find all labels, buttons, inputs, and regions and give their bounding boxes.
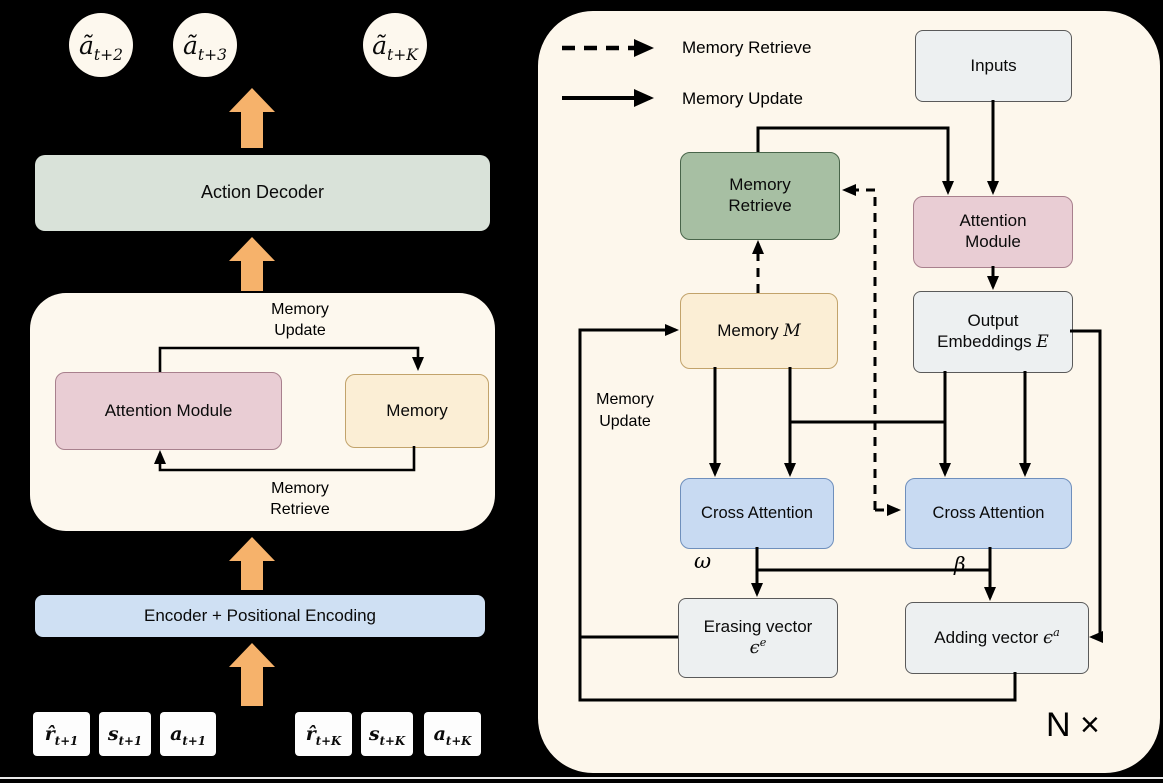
- attention-module-label-left: Attention Module: [104, 400, 233, 420]
- memory-update-label-left: Memory Update: [271, 301, 329, 339]
- token-state-t1: st+1: [99, 712, 151, 756]
- token-return-t1: r̂t+1: [33, 712, 90, 756]
- token-action-tK: at+K: [424, 712, 481, 756]
- omega-label: ω: [694, 549, 712, 573]
- attention-module-label-right: Attention Module: [959, 211, 1027, 251]
- bottom-divider: [0, 777, 1163, 779]
- memory-m-box: Memory M: [680, 293, 838, 369]
- output-action-circle-3: ãt+K: [363, 13, 427, 77]
- encoder-label: Encoder + Positional Encoding: [143, 605, 376, 625]
- inputs-label: Inputs: [970, 55, 1017, 75]
- orange-arrow-memory-to-decoder: [229, 237, 275, 291]
- output-embeddings-label: Output Embeddings E: [937, 311, 1049, 352]
- memory-box-left: Memory: [345, 374, 489, 448]
- cross-attention-box-right: Cross Attention: [905, 478, 1072, 549]
- memory-m-label: Memory M: [717, 320, 801, 341]
- cross-attention-box-left: Cross Attention: [680, 478, 834, 549]
- adding-vector-box: Adding vector ϵa: [905, 602, 1089, 674]
- memory-label-left: Memory: [386, 400, 448, 420]
- attention-module-box-right: Attention Module: [913, 196, 1073, 268]
- erasing-vector-label: Erasing vector ϵe: [703, 616, 813, 659]
- encoder-box: Encoder + Positional Encoding: [35, 595, 485, 637]
- output-action-circle-2: ãt+3: [173, 13, 237, 77]
- cross-attention-label-right: Cross Attention: [932, 504, 1045, 523]
- output-action-label-3: ãt+K: [372, 30, 418, 64]
- cross-attention-label-left: Cross Attention: [701, 504, 813, 523]
- orange-arrow-encoder-to-memory: [229, 537, 275, 590]
- repeat-n-times-label: N ×: [1046, 706, 1100, 744]
- token-return-tK: r̂t+K: [295, 712, 352, 756]
- adding-vector-label: Adding vector ϵa: [934, 626, 1060, 649]
- output-action-label-2: ãt+3: [183, 30, 227, 64]
- beta-label: β: [954, 552, 966, 576]
- memory-retrieve-label-left: Memory Retrieve: [270, 480, 330, 518]
- legend-retrieve-label: Memory Retrieve: [682, 38, 812, 57]
- output-action-circle-1: ãt+2: [69, 13, 133, 77]
- memory-update-loop-label: Memory Update: [596, 391, 654, 430]
- token-state-tK: st+K: [361, 712, 413, 756]
- inputs-box: Inputs: [915, 30, 1072, 102]
- erasing-vector-box: Erasing vector ϵe: [678, 598, 838, 678]
- orange-arrow-tokens-to-encoder: [229, 643, 275, 706]
- action-decoder-box: Action Decoder: [35, 155, 490, 231]
- token-action-t1: at+1: [160, 712, 216, 756]
- orange-arrow-decoder-to-outputs: [229, 88, 275, 148]
- output-embeddings-box: Output Embeddings E: [913, 291, 1073, 373]
- legend-update-label: Memory Update: [682, 89, 803, 108]
- attention-module-box-left: Attention Module: [55, 372, 282, 450]
- memory-retrieve-label: Memory Retrieve: [728, 175, 792, 215]
- action-decoder-label: Action Decoder: [200, 182, 325, 203]
- memory-retrieve-box: Memory Retrieve: [680, 152, 840, 240]
- output-action-label-1: ãt+2: [79, 30, 123, 64]
